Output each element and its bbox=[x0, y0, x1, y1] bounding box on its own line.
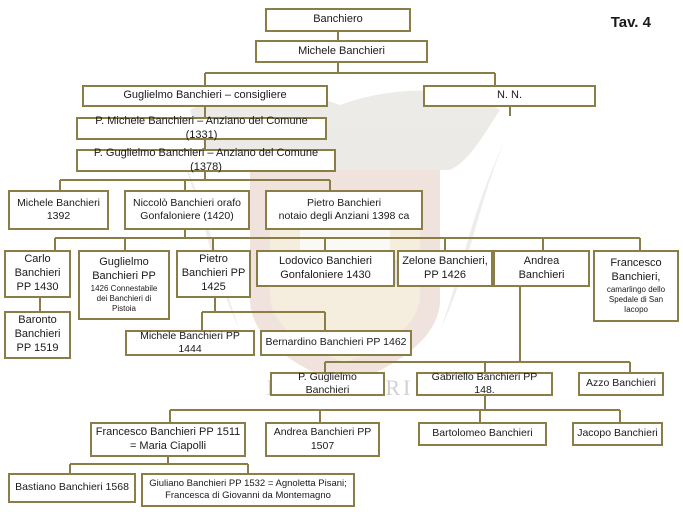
node-name: Pietro Banchieri bbox=[306, 196, 382, 209]
node-name: P. Guglielmo Banchieri bbox=[298, 370, 357, 396]
node-bastiano: Bastiano Banchieri 1568 bbox=[8, 473, 136, 503]
node-detail: 1426 Connestabile bbox=[90, 283, 158, 293]
node-name: Michele Banchieri bbox=[17, 196, 100, 209]
node-name: Azzo Banchieri bbox=[585, 377, 657, 390]
node-pietro-pp: Pietro Banchieri PP 1425 bbox=[176, 250, 251, 298]
node-detail: dei Banchieri di bbox=[96, 293, 152, 303]
node-detail: 1392 bbox=[46, 210, 71, 222]
node-name: Baronto bbox=[18, 314, 57, 327]
node-name: Banchieri, bbox=[611, 271, 661, 283]
node-name: Pietro bbox=[199, 253, 228, 266]
node-name: Bernardino Banchieri PP 1462 bbox=[265, 336, 407, 349]
node-pietro-1398: Pietro Banchieri notaio degli Anziani 13… bbox=[265, 190, 423, 230]
node-name: Francesco bbox=[610, 257, 662, 270]
node-nn: N. N. bbox=[423, 85, 596, 107]
node-name: Carlo bbox=[24, 253, 51, 266]
node-p-guglielmo-2: P. Guglielmo Banchieri bbox=[270, 370, 385, 396]
node-name: Bastiano Banchieri 1568 bbox=[15, 481, 129, 494]
node-name: P. Michele Banchieri – Anziano del Comun… bbox=[95, 114, 308, 141]
node-name: Banchieri bbox=[14, 328, 61, 341]
node-name: Banchieri PP bbox=[181, 267, 246, 280]
node-name: Jacopo Banchieri bbox=[577, 427, 658, 440]
node-jacopo: Jacopo Banchieri bbox=[572, 422, 663, 446]
node-michele-1392: Michele Banchieri 1392 bbox=[8, 190, 109, 230]
node-detail: PP 1519 bbox=[16, 341, 59, 354]
node-bernardino: Bernardino Banchieri PP 1462 bbox=[260, 330, 412, 356]
node-francesco-camarlingo: Francesco Banchieri, camarlingo dello Sp… bbox=[593, 250, 679, 322]
node-giuliano: Giuliano Banchieri PP 1532 = Agnoletta P… bbox=[141, 473, 355, 507]
node-name: Francesco Banchieri PP 1511 bbox=[95, 425, 241, 438]
node-detail: camarlingo dello bbox=[606, 284, 666, 294]
node-name: N. N. bbox=[496, 89, 523, 102]
node-detail: Gonfaloniere (1420) bbox=[140, 210, 234, 222]
node-name: Michele Banchieri bbox=[298, 44, 385, 57]
node-michele-1444: Michele Banchieri PP 1444 bbox=[125, 330, 255, 356]
node-detail: notaio degli Anziani 1398 ca bbox=[278, 210, 410, 222]
node-detail: PP 1430 bbox=[16, 280, 59, 293]
node-name: P. Guglielmo Banchieri – Anziano del Com… bbox=[93, 146, 319, 173]
node-detail: Iacopo bbox=[623, 304, 649, 314]
node-banchiero: Banchiero bbox=[265, 8, 411, 32]
node-detail: Spedale di San bbox=[608, 294, 664, 304]
node-detail: Pistoia bbox=[111, 303, 136, 313]
node-name: Giuliano Banchieri PP 1532 = Agnoletta P… bbox=[149, 478, 347, 490]
node-carlo: Carlo Banchieri PP 1430 bbox=[4, 250, 71, 298]
node-detail: 1507 bbox=[310, 439, 335, 452]
plate-title: Tav. 4 bbox=[610, 14, 651, 31]
node-name: Lodovico Banchieri bbox=[279, 254, 372, 267]
node-andrea: Andrea Banchieri bbox=[493, 250, 590, 287]
node-zelone: Zelone Banchieri, PP 1426 bbox=[397, 250, 493, 287]
node-name: Guglielmo bbox=[99, 256, 149, 269]
node-bartolomeo: Bartolomeo Banchieri bbox=[418, 422, 547, 446]
node-name: Andrea bbox=[523, 254, 560, 267]
node-name: Banchieri bbox=[14, 267, 61, 280]
node-guglielmo-consigliere: Guglielmo Banchieri – consigliere bbox=[82, 85, 328, 107]
node-name: Banchieri bbox=[518, 268, 565, 281]
node-name: Gabriello Banchieri PP 148. bbox=[431, 370, 538, 396]
node-gabriello: Gabriello Banchieri PP 148. bbox=[416, 370, 553, 396]
node-detail: Francesca di Giovanni da Montemagno bbox=[165, 490, 331, 501]
node-azzo: Azzo Banchieri bbox=[578, 372, 664, 396]
node-p-michele: P. Michele Banchieri – Anziano del Comun… bbox=[76, 114, 327, 141]
node-name: Andrea Banchieri PP bbox=[273, 426, 372, 439]
node-name: Niccolò Banchieri orafo bbox=[133, 196, 241, 209]
node-detail: Gonfaloniere 1430 bbox=[280, 268, 371, 281]
node-name: Guglielmo Banchieri – consigliere bbox=[123, 89, 287, 102]
node-name: Bartolomeo Banchieri bbox=[432, 427, 533, 440]
node-michele: Michele Banchieri bbox=[255, 40, 428, 63]
node-andrea-1507: Andrea Banchieri PP 1507 bbox=[265, 422, 380, 457]
node-name: Zelone Banchieri, bbox=[402, 254, 488, 267]
node-p-guglielmo: P. Guglielmo Banchieri – Anziano del Com… bbox=[76, 146, 336, 173]
node-guglielmo-pp: Guglielmo Banchieri PP 1426 Connestabile… bbox=[78, 250, 170, 320]
node-niccolo: Niccolò Banchieri orafo Gonfaloniere (14… bbox=[124, 190, 250, 230]
node-name: Banchiero bbox=[313, 13, 363, 26]
node-name: Banchieri PP bbox=[92, 270, 156, 282]
node-name: Michele Banchieri PP 1444 bbox=[140, 329, 240, 355]
node-lodovico: Lodovico Banchieri Gonfaloniere 1430 bbox=[256, 250, 395, 287]
node-francesco-1511: Francesco Banchieri PP 1511 = Maria Ciap… bbox=[90, 422, 246, 457]
node-detail: = Maria Ciapolli bbox=[129, 439, 207, 452]
node-detail: PP 1426 bbox=[423, 268, 466, 281]
node-baronto: Baronto Banchieri PP 1519 bbox=[4, 311, 71, 359]
node-detail: 1425 bbox=[201, 280, 226, 293]
